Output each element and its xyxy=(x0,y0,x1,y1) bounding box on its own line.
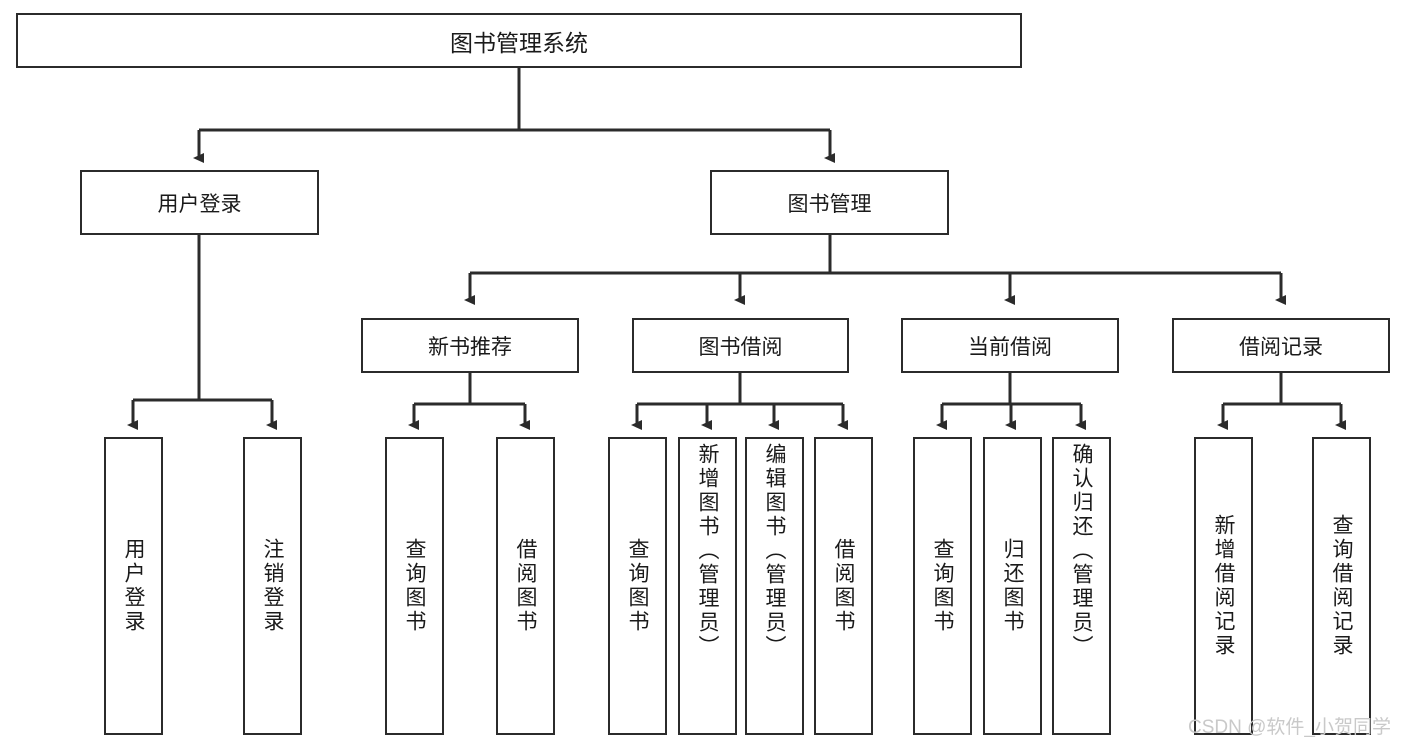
leaf-current-borrow-return-label: 归还图书 xyxy=(1001,538,1024,634)
leaf-book-borrow-borrow-label: 借阅图书 xyxy=(832,538,855,634)
watermark: CSDN @软件_小贺同学 xyxy=(1188,717,1391,738)
leaf-borrow-record-query[interactable]: 查询借阅记录 xyxy=(1312,437,1371,735)
node-current-borrow-label: 当前借阅 xyxy=(968,335,1052,359)
leaf-user-login-logout[interactable]: 注销登录 xyxy=(243,437,302,735)
node-borrow-record[interactable]: 借阅记录 xyxy=(1172,318,1390,373)
leaf-borrow-record-add-label: 新增借阅记录 xyxy=(1212,514,1235,658)
node-user-login[interactable]: 用户登录 xyxy=(80,170,319,235)
leaf-new-book-borrow[interactable]: 借阅图书 xyxy=(496,437,555,735)
leaf-new-book-borrow-label: 借阅图书 xyxy=(514,538,537,634)
leaf-current-borrow-return[interactable]: 归还图书 xyxy=(983,437,1042,735)
leaf-borrow-record-add[interactable]: 新增借阅记录 xyxy=(1194,437,1253,735)
leaf-current-borrow-query-label: 查询图书 xyxy=(931,538,954,634)
leaf-inner: 借阅图书 xyxy=(816,439,871,733)
leaf-inner: 编辑图书（管理员） xyxy=(747,439,802,737)
leaf-inner: 用户登录 xyxy=(106,439,161,733)
leaf-inner: 归还图书 xyxy=(985,439,1040,733)
leaf-current-borrow-query[interactable]: 查询图书 xyxy=(913,437,972,735)
node-new-book-recommend-label: 新书推荐 xyxy=(428,335,512,359)
leaf-inner: 新增借阅记录 xyxy=(1196,439,1251,733)
leaf-new-book-query[interactable]: 查询图书 xyxy=(385,437,444,735)
leaf-inner: 确认归还（管理员） xyxy=(1054,439,1109,737)
leaf-book-borrow-add[interactable]: 新增图书（管理员） xyxy=(678,437,737,735)
leaf-inner: 查询图书 xyxy=(387,439,442,733)
leaf-borrow-record-query-label: 查询借阅记录 xyxy=(1330,514,1353,658)
leaf-current-borrow-confirm-label: 确认归还（管理员） xyxy=(1070,443,1093,659)
leaf-user-login-login-label: 用户登录 xyxy=(122,538,145,634)
leaf-user-login-logout-label: 注销登录 xyxy=(261,538,284,634)
leaf-inner: 注销登录 xyxy=(245,439,300,733)
leaf-book-borrow-query-label: 查询图书 xyxy=(626,538,649,634)
leaf-book-borrow-add-label: 新增图书（管理员） xyxy=(696,443,719,659)
leaf-book-borrow-query[interactable]: 查询图书 xyxy=(608,437,667,735)
leaf-inner: 新增图书（管理员） xyxy=(680,439,735,737)
leaf-book-borrow-edit-label: 编辑图书（管理员） xyxy=(763,443,786,659)
node-book-management[interactable]: 图书管理 xyxy=(710,170,949,235)
node-book-borrow[interactable]: 图书借阅 xyxy=(632,318,849,373)
leaf-inner: 借阅图书 xyxy=(498,439,553,733)
node-borrow-record-label: 借阅记录 xyxy=(1239,335,1323,359)
node-root[interactable]: 图书管理系统 xyxy=(16,13,1022,68)
leaf-new-book-query-label: 查询图书 xyxy=(403,538,426,634)
leaf-user-login-login[interactable]: 用户登录 xyxy=(104,437,163,735)
leaf-inner: 查询图书 xyxy=(915,439,970,733)
leaf-book-borrow-borrow[interactable]: 借阅图书 xyxy=(814,437,873,735)
leaf-current-borrow-confirm[interactable]: 确认归还（管理员） xyxy=(1052,437,1111,735)
node-user-login-label: 用户登录 xyxy=(157,192,242,216)
leaf-inner: 查询图书 xyxy=(610,439,665,733)
node-root-label: 图书管理系统 xyxy=(450,29,588,56)
node-book-management-label: 图书管理 xyxy=(787,192,872,216)
node-new-book-recommend[interactable]: 新书推荐 xyxy=(361,318,579,373)
node-book-borrow-label: 图书借阅 xyxy=(698,335,783,359)
leaf-book-borrow-edit[interactable]: 编辑图书（管理员） xyxy=(745,437,804,735)
node-current-borrow[interactable]: 当前借阅 xyxy=(901,318,1119,373)
leaf-inner: 查询借阅记录 xyxy=(1314,439,1369,733)
